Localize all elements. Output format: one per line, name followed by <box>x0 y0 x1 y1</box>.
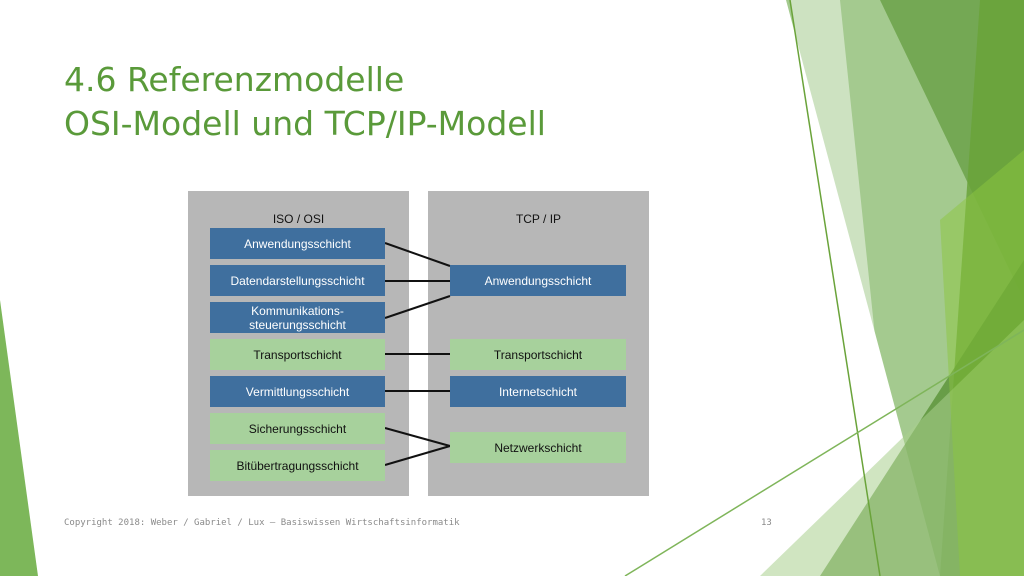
footer-copyright: Copyright 2018: Weber / Gabriel / Lux – … <box>64 518 460 528</box>
page-number: 13 <box>761 518 772 528</box>
connector-application-1 <box>384 242 451 267</box>
osi-layer-session: Kommunikations- steuerungsschicht <box>210 302 385 333</box>
osi-layer-network-label: Vermittlungsschicht <box>245 384 350 399</box>
osi-layer-physical: Bitübertragungsschicht <box>210 450 385 481</box>
slide-title: 4.6 Referenzmodelle OSI-Modell und TCP/I… <box>64 58 546 146</box>
slide-title-line-2: OSI-Modell und TCP/IP-Modell <box>64 104 546 143</box>
osi-layer-session-label: Kommunikations- steuerungsschicht <box>249 303 346 332</box>
tcpip-layer-network-access: Netzwerkschicht <box>450 432 626 463</box>
osi-layer-transport-label: Transportschicht <box>253 347 342 362</box>
slide-title-line-1: 4.6 Referenzmodelle <box>64 60 405 99</box>
tcpip-layer-internet: Internetschicht <box>450 376 626 407</box>
osi-layer-presentation-label: Datendarstellungsschicht <box>230 273 365 288</box>
osi-heading: ISO / OSI <box>272 212 325 226</box>
tcpip-layer-application: Anwendungsschicht <box>450 265 626 296</box>
osi-layer-presentation: Datendarstellungsschicht <box>210 265 385 296</box>
osi-layer-data-link-label: Sicherungsschicht <box>248 421 347 436</box>
osi-layer-physical-label: Bitübertragungsschicht <box>236 458 359 473</box>
deco-line-2 <box>624 329 1024 576</box>
osi-layer-network: Vermittlungsschicht <box>210 376 385 407</box>
tcpip-layer-internet-label: Internetschicht <box>498 384 578 399</box>
osi-layer-transport: Transportschicht <box>210 339 385 370</box>
tcpip-layer-network-access-label: Netzwerkschicht <box>494 440 582 455</box>
deco-shape-7 <box>940 150 1024 576</box>
connector-link-2 <box>384 445 451 466</box>
osi-layer-application: Anwendungsschicht <box>210 228 385 259</box>
deco-line-1 <box>789 0 881 576</box>
deco-shape-8 <box>0 300 38 576</box>
tcpip-layer-transport-label: Transportschicht <box>493 347 583 362</box>
deco-shape-4 <box>790 0 900 576</box>
osi-layer-application-label: Anwendungsschicht <box>244 236 351 251</box>
tcpip-heading: TCP / IP <box>515 212 562 226</box>
connector-application-3 <box>384 295 451 319</box>
tcpip-layer-transport: Transportschicht <box>450 339 626 370</box>
osi-layer-data-link: Sicherungsschicht <box>210 413 385 444</box>
connector-link-1 <box>384 427 451 447</box>
tcpip-layer-application-label: Anwendungsschicht <box>484 273 592 288</box>
